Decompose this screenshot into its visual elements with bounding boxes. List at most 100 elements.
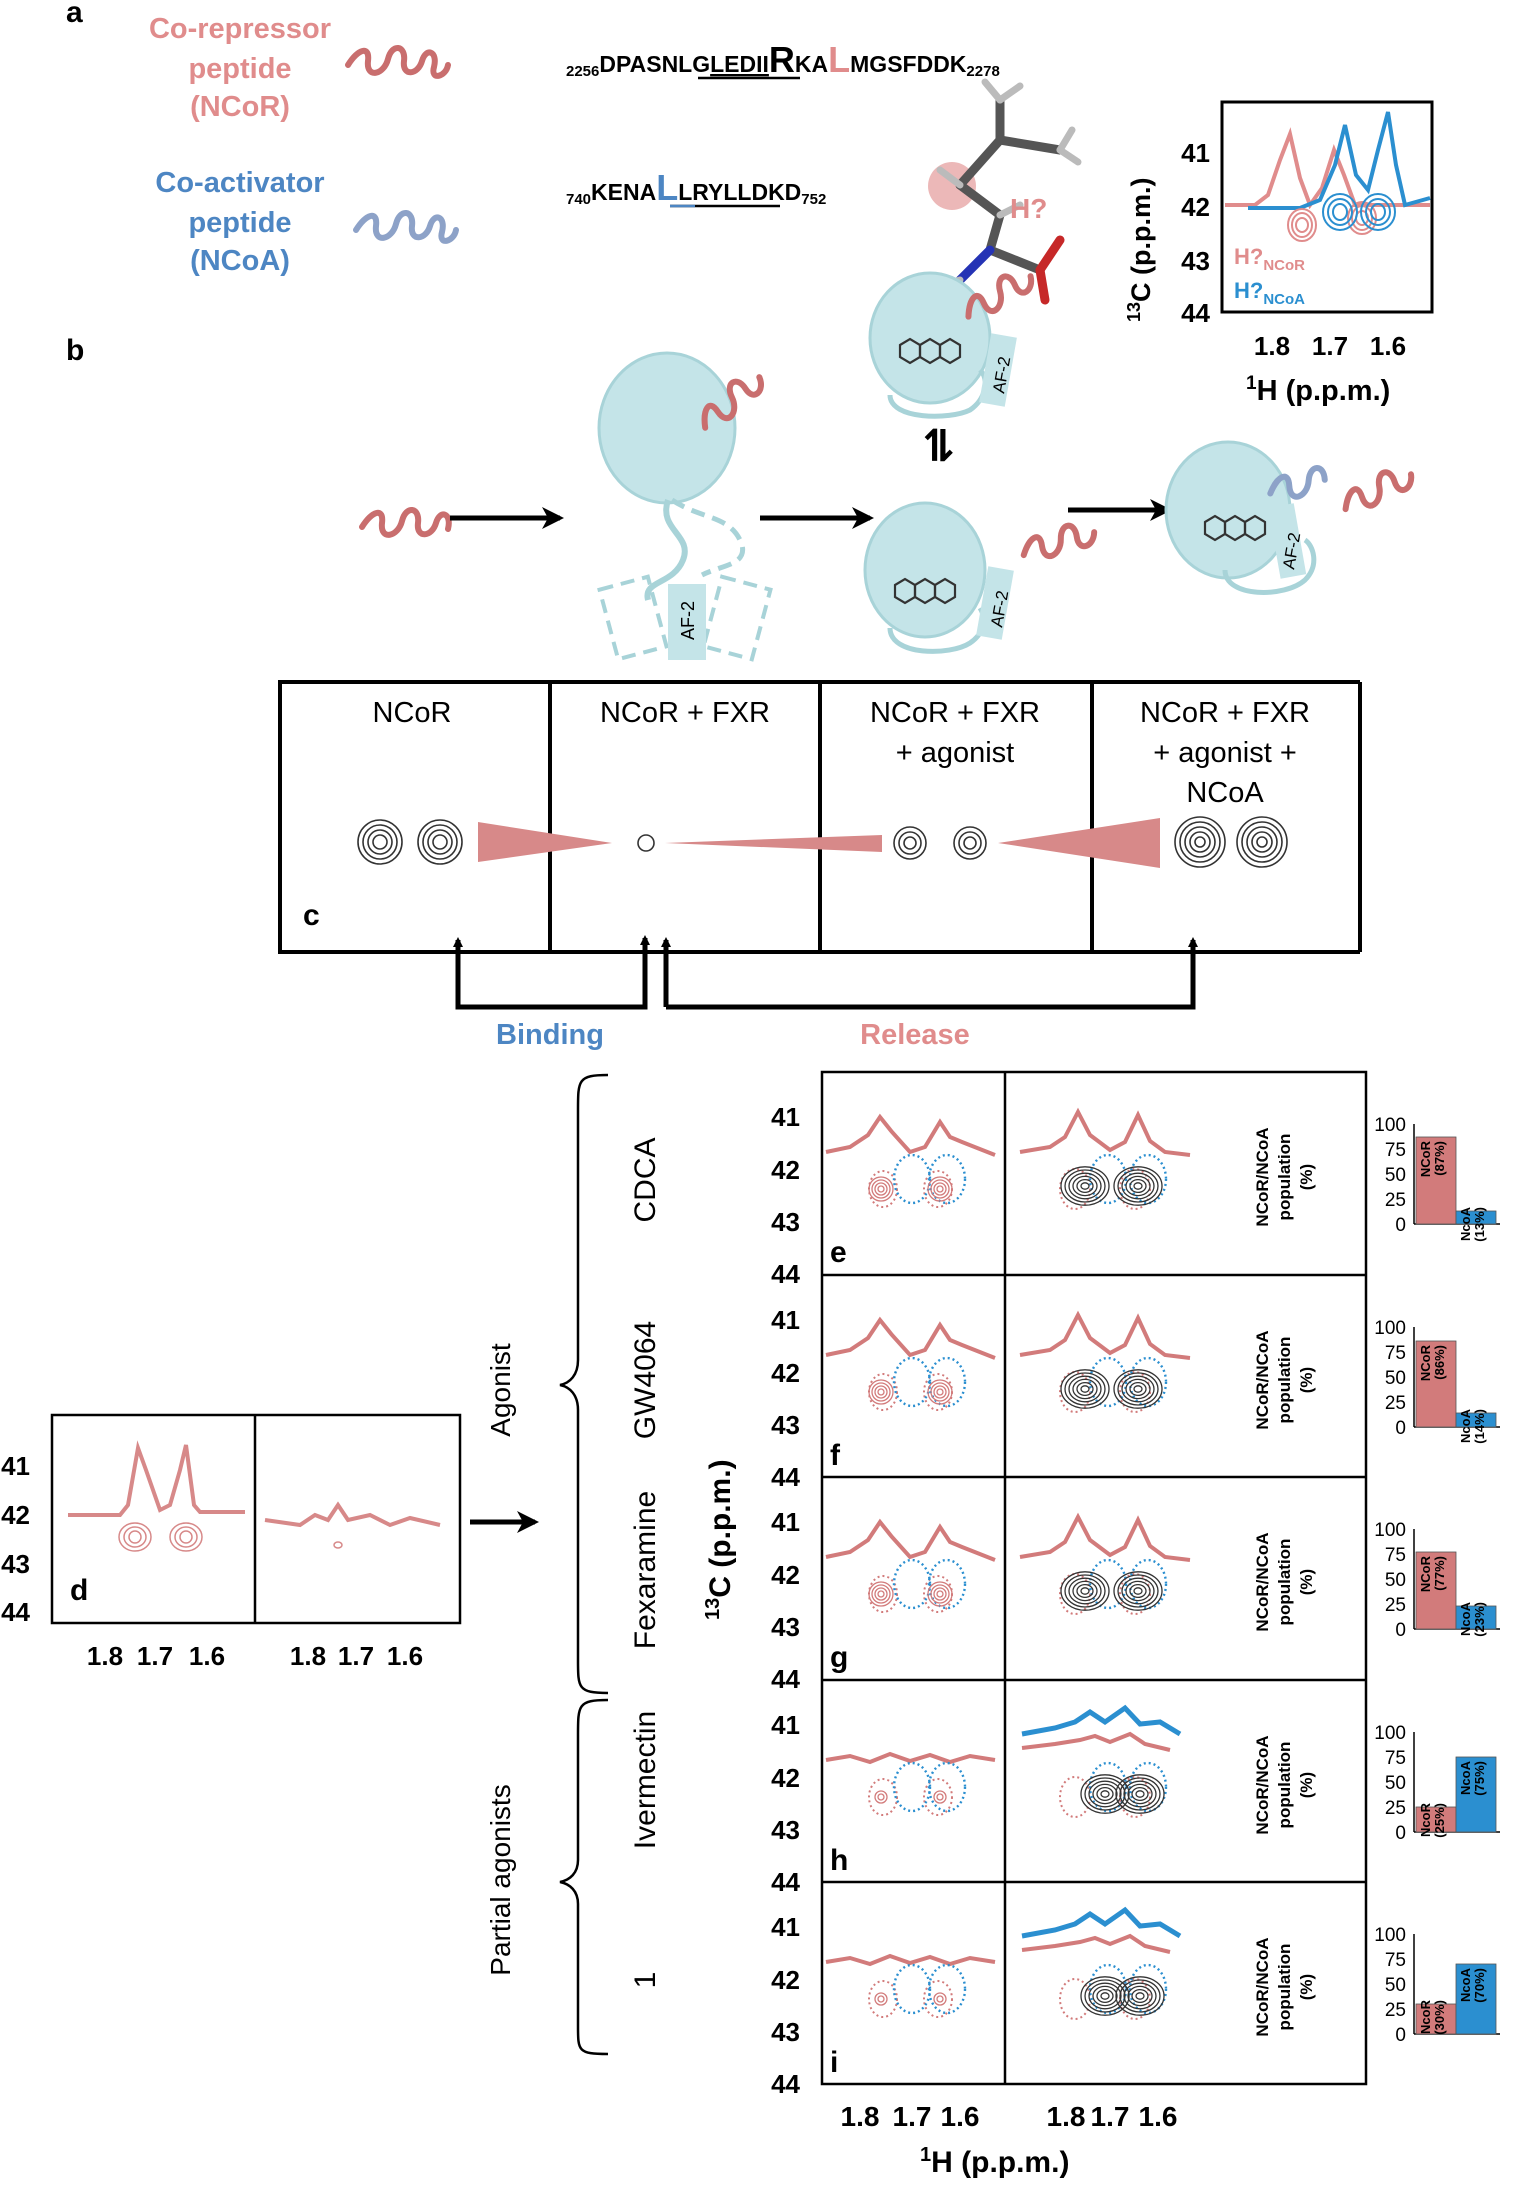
population-bar	[1415, 1551, 1457, 1630]
ncor-contour	[877, 1388, 885, 1396]
ncor-contour	[874, 1790, 888, 1804]
bar-tick: 0	[1395, 1215, 1406, 1236]
bound-contour	[1080, 1385, 1090, 1393]
panel-label-b: b	[66, 334, 84, 367]
ncor-trace	[825, 1751, 996, 1765]
bound-contour	[1117, 1372, 1159, 1406]
bar-tick: 100	[1374, 1115, 1406, 1136]
population-bar	[1415, 1806, 1457, 1833]
panel-label-c: c	[303, 899, 320, 932]
box-titles: NCoR NCoR + FXR NCoR + FXR + agonist NCo…	[373, 697, 1310, 809]
ncor-contour	[927, 1379, 953, 1405]
bound-contour	[1127, 1783, 1153, 1805]
coactivator-line-3: (NCoA)	[190, 245, 290, 277]
equilibrium-symbol: ⇌	[915, 427, 964, 464]
panel-d: 41 42 43 44 1.8 1.7 1.6 1.8 1.7 1.6 d	[1, 1413, 462, 1671]
bound-contour	[1100, 1992, 1110, 2000]
spectrum-left	[825, 1113, 996, 1208]
ncoa-peak-outline	[927, 1963, 967, 2015]
bar-y-label: population	[1275, 1337, 1294, 1424]
grid-ytick: 44	[771, 1259, 800, 1289]
bar-y-label: (%)	[1297, 1974, 1316, 2000]
spectrum-right	[1019, 1310, 1191, 1413]
population-bar	[1415, 1340, 1457, 1428]
ligand-name-ivermectin: Ivermectin	[629, 1711, 662, 1849]
bar-y-label: (%)	[1297, 1164, 1316, 1190]
box-title: + agonist	[896, 737, 1015, 769]
ncor-contour	[874, 1385, 888, 1399]
bar-data-label: NcoA	[1458, 1601, 1473, 1636]
panel-label-i: i	[830, 2046, 838, 2079]
bound-contour	[1088, 1982, 1122, 2010]
population-bar	[1415, 2003, 1457, 2035]
ncoa-peak-outline	[927, 1761, 967, 1813]
binding-label: Binding	[496, 1019, 604, 1051]
bar-data-label: NcoR	[1418, 1999, 1433, 2034]
box-title: NCoR + FXR	[870, 697, 1040, 729]
bound-contour	[1121, 1172, 1155, 1200]
bar-data-label: (14%)	[1472, 1409, 1487, 1444]
box-title: + agonist +	[1153, 737, 1297, 769]
leucine-molecule-icon	[928, 78, 1082, 305]
d-peaks-left	[118, 1522, 203, 1552]
grid-ytick: 41	[771, 1710, 800, 1740]
d-ytick: 43	[1, 1549, 30, 1579]
bar-data-label: NcoA	[1458, 1967, 1473, 2002]
bound-contour	[1133, 1385, 1143, 1393]
ncoa-peak-outline	[927, 1356, 967, 1408]
binding-arrow	[453, 935, 650, 1010]
ncoa-trace	[1021, 1906, 1182, 1939]
bar-tick: 75	[1385, 1343, 1406, 1364]
bar-tick: 25	[1385, 1190, 1406, 1211]
spectra-grid	[820, 1070, 1368, 2086]
bar-data-label: NcoA	[1458, 1408, 1473, 1443]
grid-xtick: 1.7	[1091, 2101, 1130, 2132]
fxr-agonist-ncor-bound: AF-2	[868, 271, 1035, 419]
intensity-wedge	[665, 835, 882, 852]
bound-contour	[1121, 1375, 1155, 1403]
panel-label-d: d	[70, 1574, 88, 1607]
ncoa-peak-outline	[927, 1153, 967, 1205]
grid-ytick: 41	[771, 1507, 800, 1537]
ncoa-peak-outline	[892, 1761, 932, 1813]
bar-data-label: NCoR	[1418, 1140, 1433, 1177]
bound-contour	[1125, 1378, 1151, 1400]
d-xtick: 1.6	[387, 1641, 423, 1671]
bound-contour	[1135, 1790, 1145, 1798]
fxr-apo-complex: AF-2	[597, 351, 773, 662]
spectrum-left	[825, 1953, 996, 2018]
ncor-peak-outline	[868, 1980, 898, 2018]
grid-ytick: 42	[771, 1763, 800, 1793]
ncoa-peak-outline	[892, 1356, 932, 1408]
bar-data-label: (23%)	[1472, 1602, 1487, 1637]
bound-contour	[1064, 1372, 1106, 1406]
inset-x-ticks: 1.8 1.7 1.6	[1254, 331, 1406, 361]
ncor-peak-outline	[923, 1980, 953, 2018]
ncor-contour	[933, 1790, 947, 1804]
spectrum-right	[1019, 1107, 1191, 1210]
box4-peaks	[1174, 816, 1288, 868]
inset-ncor-label: H?NCoR	[1234, 244, 1305, 274]
ncor-contour	[930, 1382, 950, 1402]
grid-ytick: 42	[771, 1358, 800, 1388]
bar-y-label: population	[1275, 1134, 1294, 1221]
ncor-trace	[825, 1518, 996, 1562]
population-bar	[1455, 1412, 1497, 1428]
inset-y-ticks: 41 42 43 44	[1181, 138, 1210, 328]
ncor-contour	[933, 1385, 947, 1399]
ncor-peak-outline	[1119, 1978, 1151, 2020]
coactivator-line-2: peptide	[188, 207, 291, 239]
d-xtick: 1.7	[137, 1641, 173, 1671]
bound-contour	[1064, 1574, 1106, 1608]
bar-tick: 75	[1385, 1748, 1406, 1769]
d-xtick: 1.7	[338, 1641, 374, 1671]
bar-data-label: NcoA	[1458, 1206, 1473, 1241]
inset-ytick: 42	[1181, 192, 1210, 222]
bound-contour	[1123, 1780, 1157, 1808]
bound-contour	[1113, 1369, 1163, 1409]
grid-x-label: 1H (p.p.m.)	[920, 2144, 1069, 2179]
ncoa-peak-outline	[1088, 1356, 1128, 1408]
